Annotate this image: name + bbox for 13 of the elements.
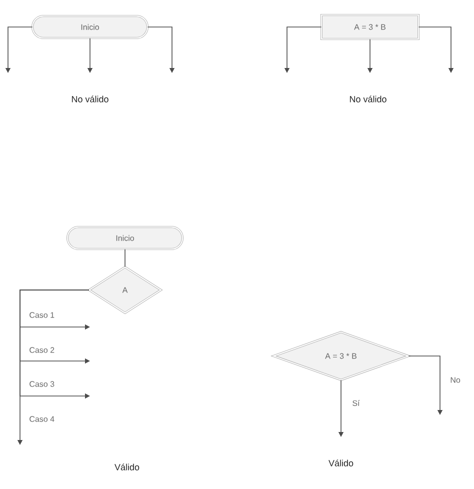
process-box: A = 3 * B	[320, 14, 420, 40]
edge-label: Caso 2	[30, 347, 54, 353]
edge-label: Caso 4	[30, 416, 54, 422]
terminal-box: Inicio	[66, 226, 184, 250]
terminal-box: Inicio	[32, 15, 148, 39]
caption-text: Válido	[328, 460, 354, 466]
edge-label: Caso 3	[30, 381, 54, 387]
edge-label: Sí	[352, 400, 360, 406]
edge-label: No	[450, 377, 460, 383]
edge-label: Caso 1	[30, 312, 54, 318]
caption-text: No válido	[72, 96, 108, 102]
caption-text: Válido	[114, 464, 140, 470]
caption-text: No válido	[350, 96, 386, 102]
